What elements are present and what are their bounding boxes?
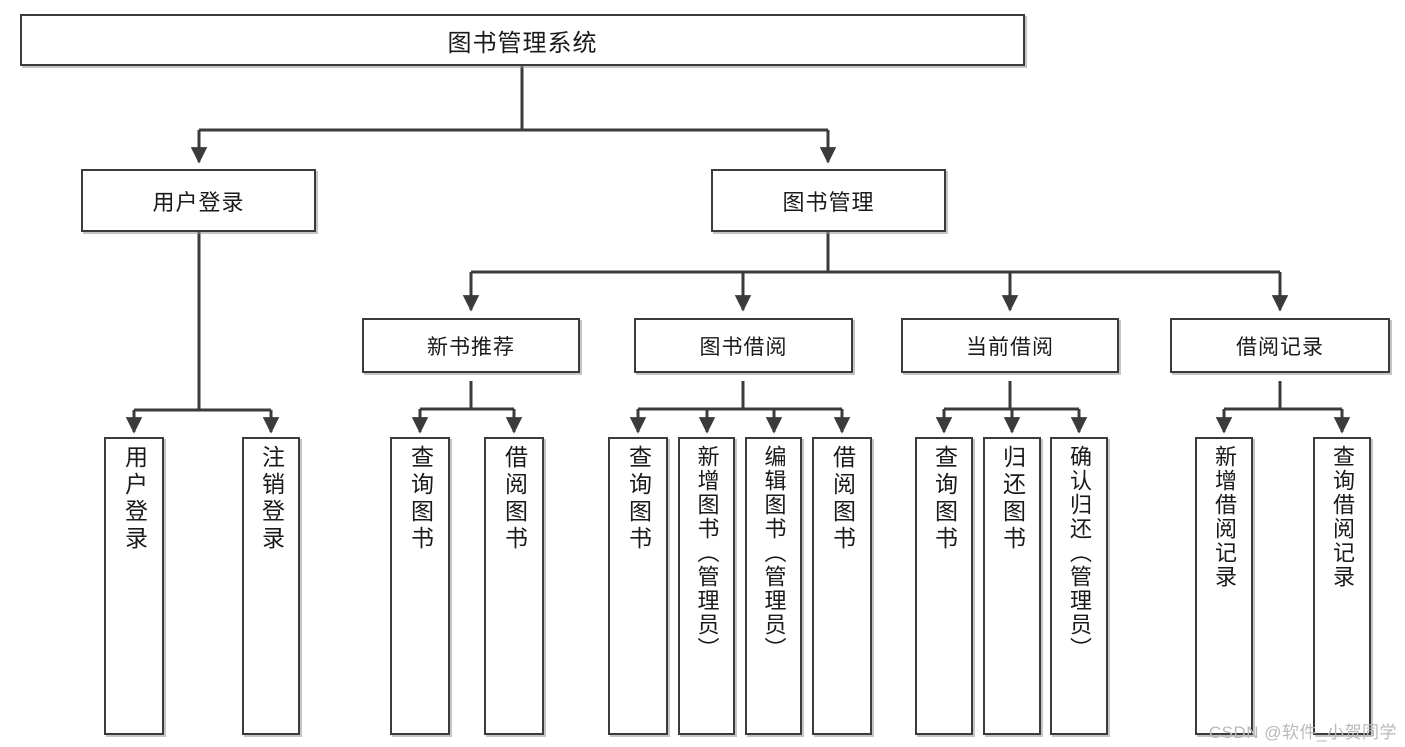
leaf-label: 查询图书 [625,445,652,553]
node-current-borrow-label: 当前借阅 [966,335,1054,359]
leaf-label: 查询图书 [931,445,958,553]
leaf-borrow-record-add[interactable]: 新增借阅记录 [1195,437,1253,735]
node-current-borrow[interactable]: 当前借阅 [901,318,1119,373]
leaf-label: 注销登录 [258,445,285,553]
node-book-borrow-label: 图书借阅 [699,335,788,359]
leaf-book-borrow-edit[interactable]: 编辑图书（管理员） [745,437,802,735]
node-borrow-record-label: 借阅记录 [1236,335,1324,359]
leaf-book-borrow-borrow[interactable]: 借阅图书 [812,437,872,735]
node-new-book-recommend[interactable]: 新书推荐 [362,318,580,373]
node-book-borrow[interactable]: 图书借阅 [634,318,853,373]
leaf-current-borrow-return[interactable]: 归还图书 [983,437,1041,735]
leaf-label: 借阅图书 [829,445,856,553]
node-user-login[interactable]: 用户登录 [81,169,316,232]
leaf-label: 借阅图书 [501,445,528,553]
leaf-label: 新增图书（管理员） [694,445,720,661]
node-book-management-label: 图书管理 [782,189,875,215]
leaf-new-book-borrow[interactable]: 借阅图书 [484,437,544,735]
leaf-book-borrow-query[interactable]: 查询图书 [608,437,668,735]
leaf-label: 编辑图书（管理员） [761,445,787,661]
leaf-label: 查询图书 [407,445,434,553]
leaf-borrow-record-query[interactable]: 查询借阅记录 [1313,437,1371,735]
node-root-label: 图书管理系统 [447,29,598,57]
leaf-label: 归还图书 [999,445,1026,553]
node-user-login-label: 用户登录 [152,189,245,215]
leaf-user-login-logout[interactable]: 注销登录 [242,437,300,735]
node-root[interactable]: 图书管理系统 [20,14,1025,66]
leaf-label: 确认归还（管理员） [1067,445,1092,661]
node-book-management[interactable]: 图书管理 [711,169,946,232]
leaf-new-book-query[interactable]: 查询图书 [390,437,450,735]
leaf-book-borrow-add[interactable]: 新增图书（管理员） [678,437,735,735]
leaf-user-login-login[interactable]: 用户登录 [104,437,164,735]
leaf-label: 用户登录 [121,445,148,553]
leaf-label: 查询借阅记录 [1330,445,1355,589]
watermark: CSDN @软件_小贺同学 [1208,723,1397,742]
leaf-current-borrow-confirm-return[interactable]: 确认归还（管理员） [1050,437,1108,735]
leaf-label: 新增借阅记录 [1212,445,1237,589]
leaf-current-borrow-query[interactable]: 查询图书 [915,437,973,735]
node-borrow-record[interactable]: 借阅记录 [1170,318,1390,373]
node-new-book-recommend-label: 新书推荐 [427,335,515,359]
